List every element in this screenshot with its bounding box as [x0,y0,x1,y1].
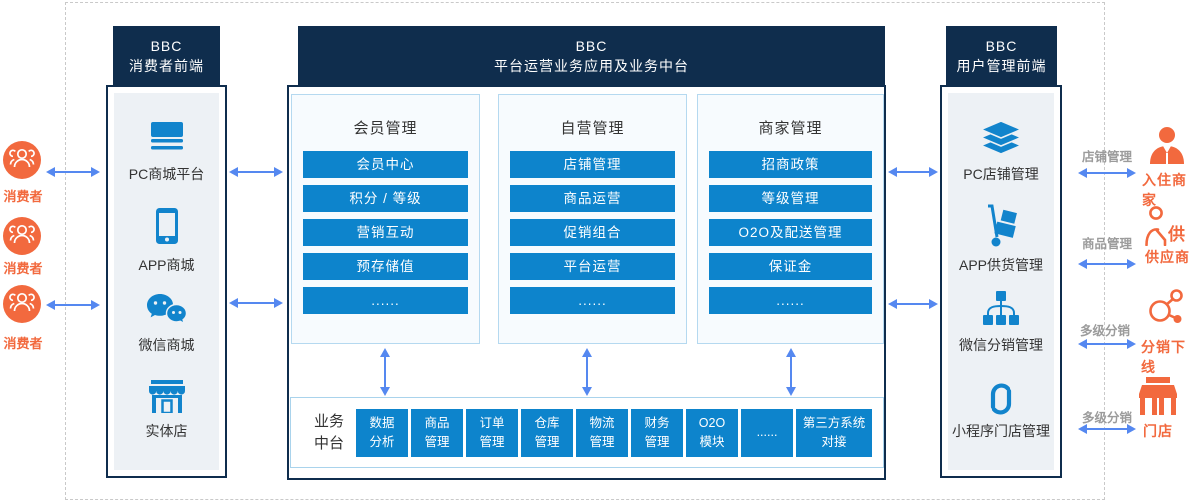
frontend-platform-arrow [229,298,283,308]
panel-item-label: APP商城 [138,257,195,273]
module-button: 会员中心 [303,151,468,178]
platform-center-panel: 会员管理 会员中心 积分 / 等级 营销互动 预存储值 ...... 自营管理 … [287,85,886,480]
consumer-frontend-arrow [46,300,100,310]
wechat-icon [114,294,219,325]
trolley-icon [948,204,1054,248]
merchant-person-icon [1148,126,1186,169]
connection-label: 多级分销 [1081,411,1132,425]
column-title: 商家管理 [758,120,823,137]
entity-label: 分销下线 [1141,339,1186,375]
module-button: ...... [303,287,468,314]
platform-user-frontend-arrow [888,167,938,177]
module-button: 平台运营 [510,253,675,280]
module-button: 等级管理 [709,185,872,212]
column-title: 会员管理 [353,120,418,137]
storefront-icon [1137,377,1179,424]
consumer-label: 消费者 [3,189,43,204]
platform-module: ...... [741,408,793,457]
platform-module: 物流 管理 [576,408,628,457]
connection-label: 商品管理 [1081,237,1132,251]
platform-module: 数据 分析 [356,408,408,457]
panel-item-label: 小程序门店管理 [952,423,1050,439]
consumer-group-icon [9,146,35,175]
business-middle-platform-strip: 业务 中台 数据 分析 商品 管理 订单 管理 仓库 管理 物流 管理 [290,397,884,468]
consumer-frontend-header: BBC 消费者前端 [113,26,220,85]
member-management-column: 会员管理 会员中心 积分 / 等级 营销互动 预存储值 ...... [291,94,480,344]
consumer-avatar [3,285,41,323]
self-operation-column: 自营管理 店铺管理 商品运营 促销组合 平台运营 ...... [498,94,687,344]
connection-label: 店铺管理 [1081,150,1132,164]
header-line: 平台运营业务应用及业务中台 [494,57,689,74]
supplier-person-icon [1144,206,1170,251]
entity-label: 入住商家 [1142,172,1187,208]
module-button: 促销组合 [510,219,675,246]
consumer-label: 消费者 [3,261,43,276]
entity-label: 门店 [1143,423,1173,439]
platform-boundary-dashed-border [65,2,1105,500]
header-line: BBC [575,37,608,54]
platform-module: 第三方系统 对接 [796,408,872,457]
panel-item-label: 实体店 [145,423,188,439]
frontend-platform-arrow [229,167,283,177]
module-button: ...... [510,287,675,314]
strip-title: 业务 中台 [305,411,353,455]
user-frontend-header: BBC 用户管理前端 [946,26,1057,85]
module-button: 积分 / 等级 [303,185,468,212]
column-strip-arrow [786,348,796,396]
platform-module: 商品 管理 [411,408,463,457]
module-button: 保证金 [709,253,872,280]
strip-title-line: 业务 [313,412,344,430]
header-line: 用户管理前端 [956,57,1047,74]
platform-module: 订单 管理 [466,408,518,457]
platform-module: 仓库 管理 [521,408,573,457]
supplier-icon-char: 供 [1168,225,1185,244]
consumer-avatar [3,141,41,179]
module-button: ...... [709,287,872,314]
panel-item-label: PC商城平台 [128,166,205,182]
platform-module: 财务 管理 [631,408,683,457]
column-strip-arrow [582,348,592,396]
module-button: 预存储值 [303,253,468,280]
distribution-network-icon [1146,288,1184,331]
strip-title-line: 中台 [313,434,344,452]
consumer-label: 消费者 [3,336,43,351]
column-strip-arrow [380,348,390,396]
panel-item-label: 微信分销管理 [959,337,1043,353]
distribution-connection-arrow [1078,339,1136,349]
panel-item-label: APP供货管理 [958,257,1043,273]
module-button: 营销互动 [303,219,468,246]
platform-module: O2O 模块 [686,408,738,457]
app-phone-icon [114,208,219,244]
merchant-management-column: 商家管理 招商政策 等级管理 O2O及配送管理 保证金 ...... [697,94,884,344]
platform-center-header: BBC 平台运营业务应用及业务中台 [298,26,885,85]
consumer-group-icon [9,222,35,251]
entity-label: 供应商 [1145,249,1190,265]
merchant-connection-arrow [1078,168,1136,178]
miniprogram-icon [948,380,1054,418]
store-connection-arrow [1078,424,1136,434]
pc-mall-icon [114,122,219,153]
user-frontend-panel: PC店铺管理 APP供货管理 [940,85,1062,478]
consumer-frontend-panel: PC商城平台 APP商城 微信商城 [106,85,227,478]
offline-store-icon [114,380,219,413]
layers-icon [948,120,1054,155]
column-title: 自营管理 [560,120,625,137]
consumer-frontend-arrow [46,167,100,177]
module-button: 招商政策 [709,151,872,178]
header-line: 消费者前端 [129,57,204,74]
consumer-avatar [3,217,41,255]
module-button: 商品运营 [510,185,675,212]
consumer-group-icon [9,290,35,319]
panel-item-label: PC店铺管理 [963,166,1039,182]
module-button: O2O及配送管理 [709,219,872,246]
supplier-connection-arrow [1078,259,1136,269]
header-line: BBC [985,37,1018,54]
platform-user-frontend-arrow [888,299,938,309]
panel-item-label: 微信商城 [138,337,195,353]
connection-label: 多级分销 [1079,324,1130,338]
header-line: BBC [150,37,183,54]
org-chart-icon [948,291,1054,325]
module-button: 店铺管理 [510,151,675,178]
